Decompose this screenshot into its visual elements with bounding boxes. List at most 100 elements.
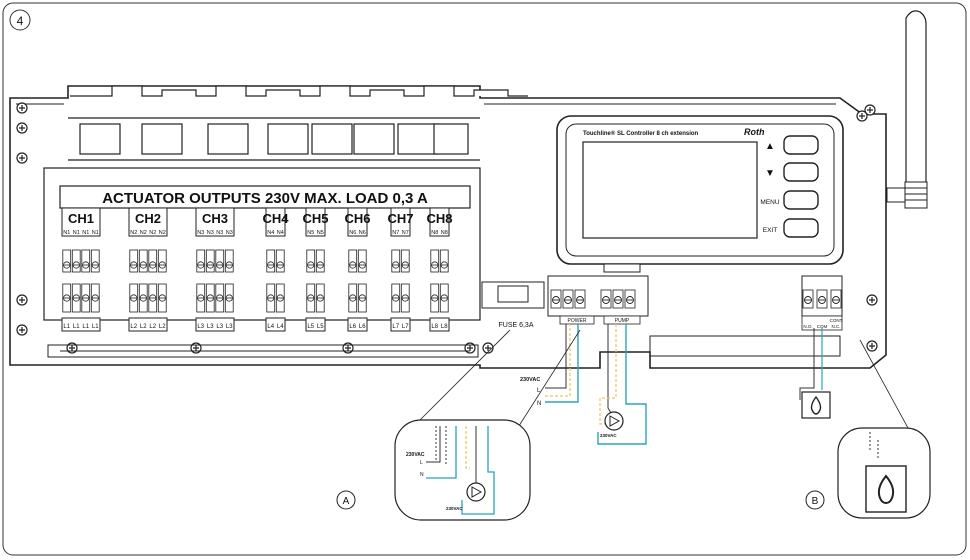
boiler-label-com: COM	[817, 324, 828, 329]
terminal-label-l: L1	[82, 324, 89, 330]
pump-supply-label: 230VAC	[600, 433, 617, 438]
terminal-label-n: N7	[392, 230, 399, 236]
callout-a-pump-icon	[466, 482, 486, 502]
callout-a-pump-supply: 230VAC	[446, 506, 463, 511]
button-label: EXIT	[763, 227, 777, 234]
lcd-screen	[582, 141, 758, 239]
arrow-down-icon: ▼	[765, 168, 775, 179]
callout-a: 230VAC L N 230VAC	[394, 419, 531, 521]
callout-a-letter: A	[343, 496, 350, 507]
figure-number: 4	[17, 14, 24, 28]
terminal-label-n: N2	[140, 230, 147, 236]
terminal-label-n: N5	[317, 230, 324, 236]
callout-a-badge	[336, 490, 356, 510]
terminal-label-l: L3	[207, 324, 214, 330]
terminal-label-l: L3	[216, 324, 223, 330]
pump-icon	[604, 411, 624, 431]
terminal-label-l: L2	[149, 324, 156, 330]
callout-b	[837, 427, 931, 519]
terminal-label-l: L2	[159, 324, 166, 330]
terminal-label-l: L1	[92, 324, 99, 330]
display-buttons: ▲ ▼ MENU EXIT	[760, 135, 819, 238]
terminal-label-l: L1	[73, 324, 80, 330]
terminal-label-n: N2	[149, 230, 156, 236]
arrow-up-icon: ▲	[765, 141, 775, 152]
terminal-label-l: L8	[441, 324, 448, 330]
terminal-label-n: N4	[277, 230, 284, 236]
terminal-label-n: N4	[267, 230, 274, 236]
terminal-label-n: N6	[349, 230, 356, 236]
terminal-label-l: L5	[307, 324, 314, 330]
channel-name: CH7	[387, 211, 413, 226]
terminal-label-l: L7	[392, 324, 399, 330]
boiler-label-no: N.O.	[803, 324, 812, 329]
boiler-contact-block: CONT N.C. COM N.O.	[801, 275, 843, 331]
top-tabs	[68, 85, 528, 161]
up-button[interactable]: ▲	[765, 135, 819, 155]
actuator-title: ACTUATOR OUTPUTS 230V MAX. LOAD 0,3 A	[102, 190, 428, 207]
supply-n-label: N	[537, 401, 541, 407]
display-unit: Touchline® SL Controller 8 ch extension …	[556, 115, 844, 273]
power-label: POWER	[568, 318, 587, 324]
terminal-label-l: L1	[63, 324, 70, 330]
terminal-label-n: N8	[431, 230, 438, 236]
channel-name: CH4	[262, 211, 289, 226]
channel-name: CH5	[302, 211, 328, 226]
channel-name: CH1	[68, 211, 94, 226]
figure-number-badge	[9, 9, 31, 31]
down-button[interactable]: ▼	[765, 162, 819, 182]
terminal-label-n: N1	[63, 230, 70, 236]
terminal-label-l: L2	[130, 324, 137, 330]
exit-button[interactable]: EXIT	[763, 218, 819, 238]
boiler-label-nc: N.C.	[832, 324, 841, 329]
actuator-title-box	[59, 185, 471, 209]
terminal-label-n: N3	[226, 230, 233, 236]
field-wiring: 230VAC L N 230VAC	[520, 324, 831, 445]
callout-b-badge	[805, 490, 825, 510]
terminal-label-n: N1	[92, 230, 99, 236]
supply-label: 230VAC	[520, 377, 540, 383]
callout-a-supply: 230VAC	[406, 452, 425, 458]
terminal-label-n: N8	[441, 230, 448, 236]
channel-name: CH8	[426, 211, 452, 226]
terminal-label-n: N3	[216, 230, 223, 236]
terminal-label-l: L4	[267, 324, 274, 330]
terminal-label-l: L2	[140, 324, 147, 330]
terminal-label-l: L5	[317, 324, 324, 330]
terminal-label-n: N3	[197, 230, 204, 236]
power-pump-block: POWER PUMP	[481, 275, 649, 325]
terminal-label-l: L6	[349, 324, 356, 330]
product-name: Touchline® SL Controller 8 ch extension	[583, 130, 699, 137]
brand-logo: Roth	[744, 127, 765, 137]
terminal-label-n: N2	[159, 230, 166, 236]
terminal-label-l: L7	[402, 324, 409, 330]
terminal-label-l: L8	[431, 324, 438, 330]
channel-name: CH6	[344, 211, 370, 226]
channel-name: CH3	[202, 211, 228, 226]
terminal-label-n: N5	[307, 230, 314, 236]
supply-l-label: L	[537, 388, 541, 394]
pump-label: PUMP	[615, 318, 630, 324]
terminal-label-l: L3	[226, 324, 233, 330]
terminal-label-l: L4	[277, 324, 284, 330]
boiler-label-cont: CONT	[830, 318, 843, 323]
terminal-label-n: N6	[359, 230, 366, 236]
callout-a-n: N	[420, 472, 424, 478]
callout-a-l: L	[420, 460, 423, 466]
terminal-label-n: N2	[130, 230, 137, 236]
channel-name: CH2	[135, 211, 161, 226]
callout-b-letter: B	[812, 496, 819, 507]
menu-button[interactable]: MENU	[760, 190, 819, 210]
terminal-label-n: N7	[402, 230, 409, 236]
terminal-label-l: L3	[197, 324, 204, 330]
terminal-label-n: N1	[73, 230, 80, 236]
